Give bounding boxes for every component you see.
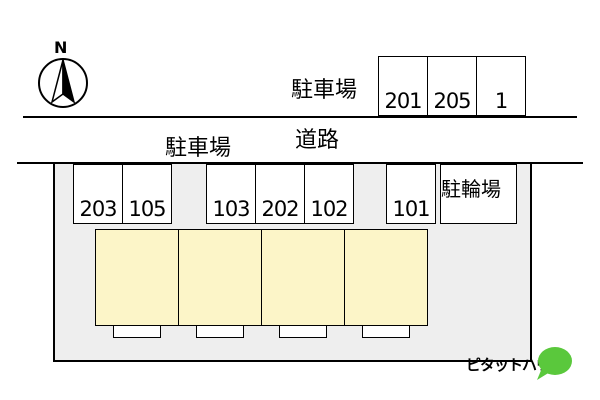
parking-space-102: 102 xyxy=(304,164,354,224)
parking-space-label: 102 xyxy=(310,197,348,221)
parking-space-label: 202 xyxy=(261,197,299,221)
building-unit xyxy=(261,229,345,326)
entry-step xyxy=(279,325,327,338)
entry-step xyxy=(113,325,161,338)
bicycle-parking-label: 駐輪場 xyxy=(441,177,501,201)
parking-space-label: 201 xyxy=(384,89,422,113)
parking-space-201: 201 xyxy=(378,56,428,116)
parking-space-label: 101 xyxy=(392,197,430,221)
parking-space-label: 205 xyxy=(433,89,471,113)
compass: N xyxy=(36,38,90,112)
parking-space-103: 103 xyxy=(206,164,256,224)
parking-space-label: 203 xyxy=(79,197,117,221)
parking-space-101: 101 xyxy=(386,164,436,224)
parking-space-label: 103 xyxy=(212,197,250,221)
north-arrow-icon xyxy=(38,58,88,108)
parking-space-202: 202 xyxy=(255,164,305,224)
parking-bottom-label: 駐車場 xyxy=(163,136,234,161)
parking-space-label: 105 xyxy=(128,197,166,221)
entry-step xyxy=(362,325,410,338)
compass-north-label: N xyxy=(54,38,68,57)
building-unit xyxy=(178,229,262,326)
entry-step xyxy=(196,325,244,338)
speech-bubble-icon xyxy=(537,347,572,380)
building-unit xyxy=(344,229,428,326)
bicycle-parking: 駐輪場 xyxy=(440,164,517,224)
parking-top-label: 駐車場 xyxy=(291,78,358,103)
parking-space-label: 1 xyxy=(494,89,508,113)
parking-space-205: 205 xyxy=(427,56,477,116)
parking-space-105: 105 xyxy=(122,164,172,224)
parking-space-1: 1 xyxy=(476,56,526,116)
parking-space-203: 203 xyxy=(73,164,123,224)
road-top-edge xyxy=(23,116,577,118)
road-bottom-edge xyxy=(17,162,583,164)
road-label: 道路 xyxy=(295,128,340,153)
building-unit xyxy=(95,229,179,326)
brand-logo: ピタットハウス xyxy=(466,344,576,384)
